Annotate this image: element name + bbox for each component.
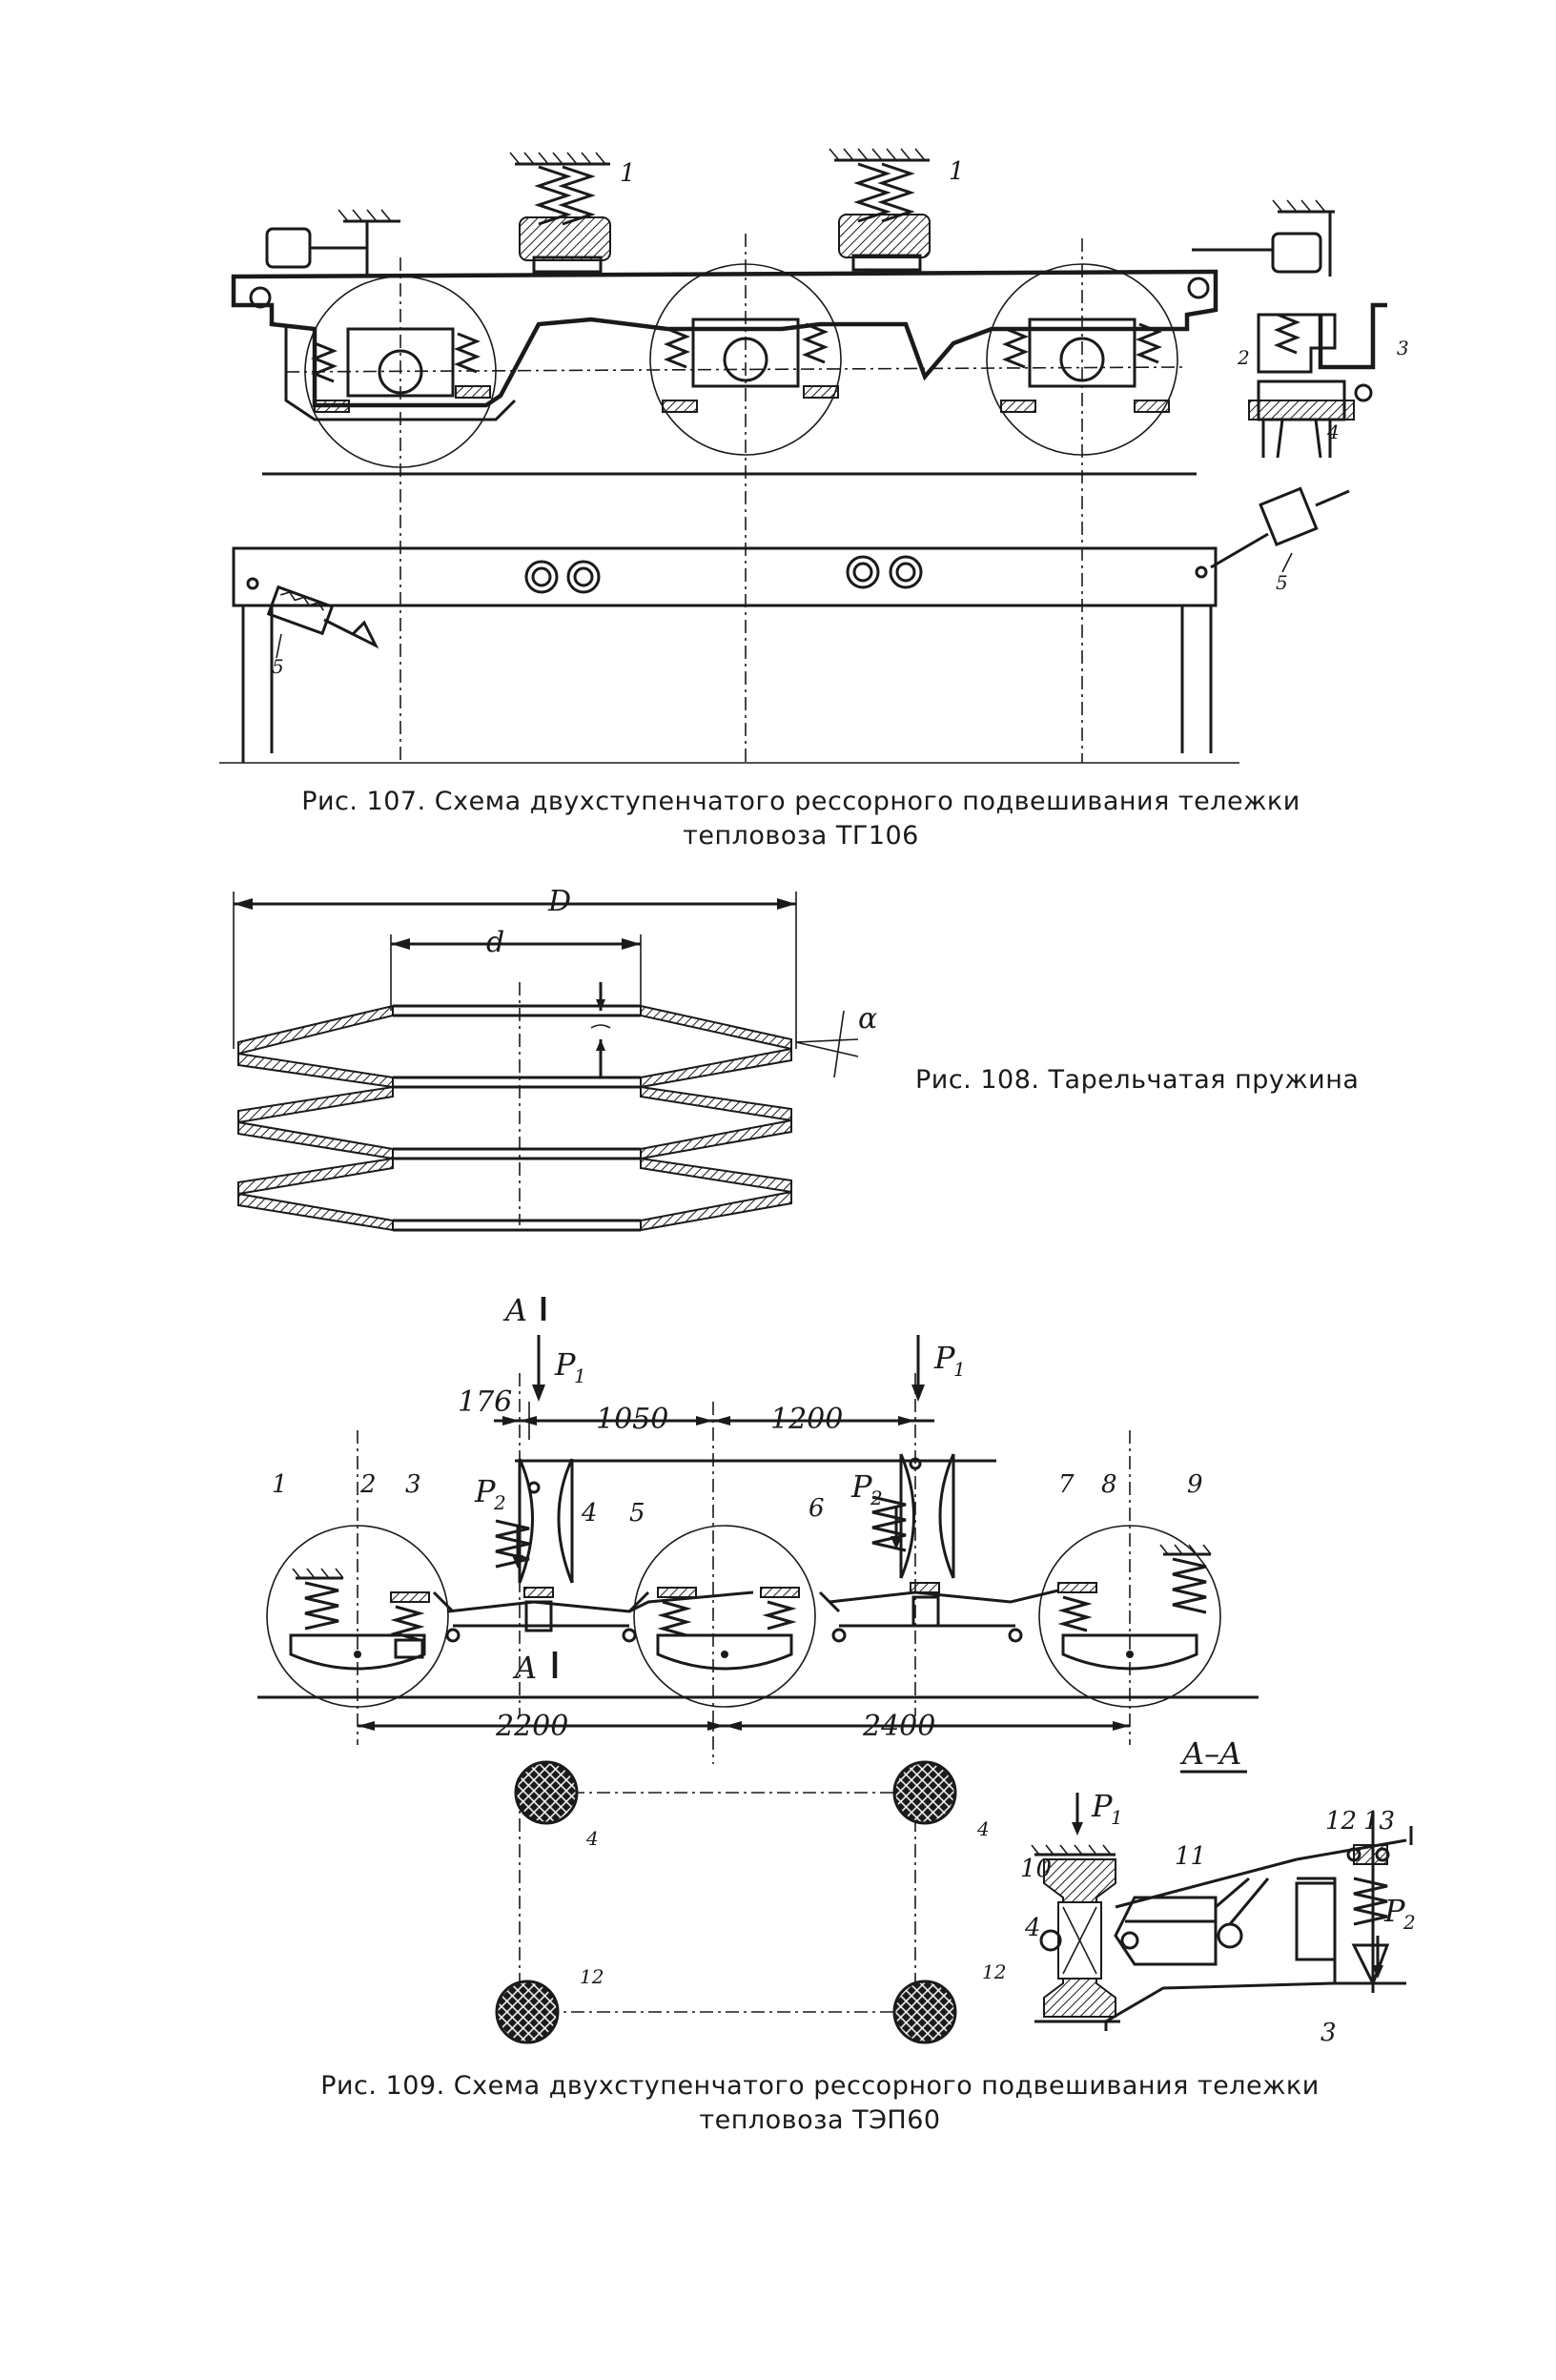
fig109-callout-2: 2	[359, 1470, 377, 1499]
fig109-sec-label-11: 11	[1175, 1842, 1206, 1871]
fig109-sec-label-10: 10	[1020, 1855, 1052, 1883]
fig107-inset-detail	[1248, 302, 1387, 459]
fig109-plan-label-4a: 4	[585, 1827, 599, 1850]
fig109-plan-label-4b: 4	[976, 1817, 990, 1840]
fig109-section-title: A–A	[1179, 1735, 1241, 1772]
fig107-end-dampers	[265, 212, 1332, 277]
fig109-p2-right: P	[850, 1468, 872, 1505]
fig108-caption-text: Рис. 108. Тарельчатая пружина	[915, 1065, 1360, 1095]
fig107-lower-frame	[219, 486, 1350, 764]
fig109-p1-section: P	[1091, 1788, 1113, 1824]
fig107-drawing	[219, 148, 1387, 764]
fig109-dim-2200: 2200	[495, 1710, 568, 1743]
fig107-axleboxes	[310, 318, 1170, 413]
fig109-p1-right-sub: 1	[953, 1358, 966, 1381]
fig109-dim-1200: 1200	[770, 1403, 843, 1436]
fig107-label-inset-4: 4	[1326, 421, 1340, 443]
fig107-label-spring-left: 1	[620, 159, 636, 188]
fig109-p2-left-sub: 2	[493, 1491, 506, 1514]
fig109-section-mark-bottom: A	[512, 1650, 537, 1686]
fig109-p2-section-sub: 2	[1402, 1911, 1416, 1934]
fig109-callout-7: 7	[1058, 1470, 1075, 1499]
fig109-plan-label-12a: 12	[580, 1965, 604, 1988]
fig109-callout-4: 4	[581, 1499, 598, 1528]
fig107-label-inset-2: 2	[1237, 346, 1250, 369]
fig107-label-inset-3: 3	[1397, 337, 1409, 359]
fig108-label-alpha: α	[858, 1002, 877, 1036]
fig109-dim-2400: 2400	[862, 1710, 935, 1743]
fig107-wheels	[304, 263, 1178, 468]
fig109-dim-176: 176	[458, 1385, 512, 1419]
fig109-callout-9: 9	[1187, 1470, 1203, 1499]
fig109-p2-section: P	[1383, 1893, 1405, 1929]
fig109-wheels	[266, 1525, 1221, 1708]
fig109-sec-label-4: 4	[1024, 1914, 1041, 1942]
fig109-section-mark-top: A	[502, 1292, 527, 1328]
fig107-label-damper-right: 5	[1276, 571, 1288, 594]
fig109-p1-left-sub: 1	[574, 1364, 586, 1387]
fig109-p1-section-sub: 1	[1111, 1806, 1123, 1829]
fig109-caption: Рис. 109. Схема двухступенчатого рессорн…	[229, 2069, 1411, 2138]
fig109-equalizers	[432, 1457, 1059, 1643]
fig109-section-AA	[1031, 1770, 1413, 2031]
fig109-p2-right-sub: 2	[870, 1487, 883, 1509]
fig107-caption-line1: Рис. 107. Схема двухступенчатого рессорн…	[301, 787, 1300, 816]
fig107-secondary-springs	[519, 162, 931, 274]
fig107-label-spring-right: 1	[949, 157, 965, 186]
fig108-labels: D d α	[486, 885, 877, 1036]
fig109-callout-6: 6	[809, 1494, 825, 1523]
fig109-callout-3: 3	[405, 1470, 421, 1499]
fig109-caption-line1: Рис. 109. Схема двухступенчатого рессорн…	[320, 2071, 1320, 2101]
fig109-drawing	[257, 1297, 1413, 2044]
fig107-bogie-frame	[231, 269, 1218, 408]
fig109-caption-line2: тепловоза ТЭП60	[699, 2105, 941, 2135]
fig108-label-d: d	[486, 926, 504, 959]
fig108-label-D: D	[547, 885, 571, 918]
fig109-plan-view	[495, 1760, 957, 2044]
fig109-p1-left: P	[554, 1346, 576, 1383]
fig109-callout-8: 8	[1101, 1470, 1117, 1499]
fig109-callout-5: 5	[629, 1499, 645, 1528]
fig109-sec-label-3: 3	[1321, 2019, 1337, 2047]
fig107-label-damper-left: 5	[272, 655, 284, 678]
fig107-labels: 1 1 2 3 4 5 5	[272, 157, 1409, 678]
fig107-caption: Рис. 107. Схема двухступенчатого рессорн…	[219, 785, 1382, 853]
fig108-caption: Рис. 108. Тарельчатая пружина	[915, 1063, 1449, 1098]
fig109-labels: A A A–A P 1 P 1 P 1 P 2 P 2 P 2 176 1050…	[272, 1292, 1416, 2047]
fig109-p2-left: P	[474, 1473, 496, 1509]
fig109-p1-right: P	[933, 1340, 955, 1376]
fig108-drawing	[233, 892, 859, 1232]
fig109-plan-label-12b: 12	[982, 1960, 1006, 1983]
fig109-sec-label-13: 13	[1363, 1807, 1395, 1836]
fig107-ground-hatches	[338, 148, 1335, 223]
fig109-sec-label-12: 12	[1325, 1807, 1357, 1836]
fig109-dim-1050: 1050	[596, 1403, 668, 1436]
fig109-callout-1: 1	[272, 1470, 288, 1499]
fig107-centerlines	[285, 234, 1183, 763]
fig108-disc-springs	[237, 1004, 792, 1232]
fig107-caption-line2: тепловоза ТГ106	[683, 821, 919, 851]
